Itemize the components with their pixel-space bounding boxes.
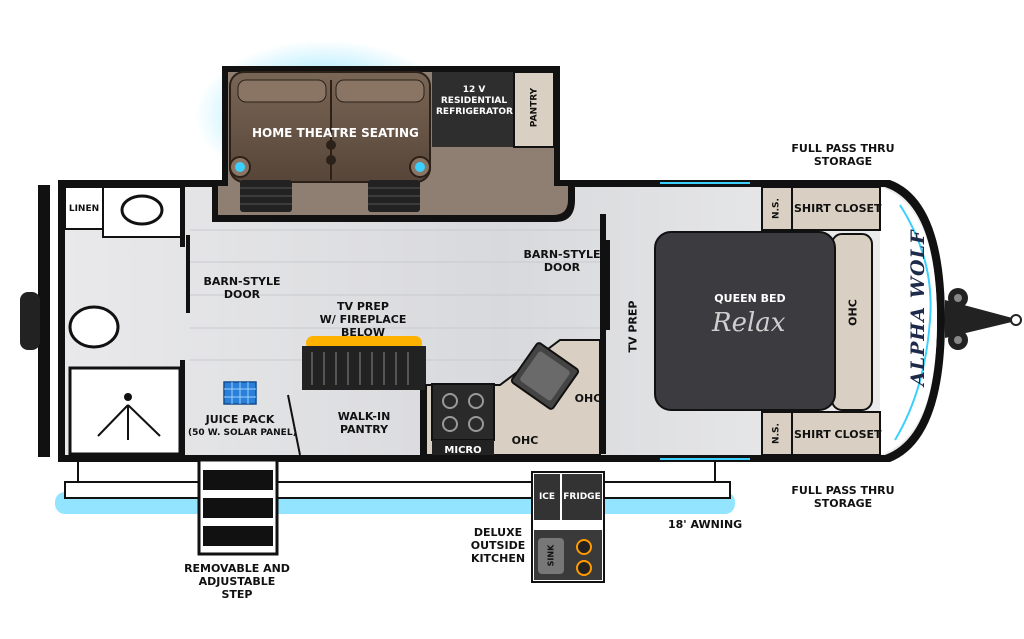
label-barn-door-right: BARN-STYLE DOOR	[523, 248, 601, 274]
shower-drain	[124, 393, 132, 401]
label-walk-in-pantry: WALK-IN PANTRY	[337, 410, 391, 436]
label-tv-prep: TV PREP	[626, 300, 640, 353]
fireplace-cabinet	[302, 346, 426, 390]
toilet	[68, 305, 120, 349]
label-home-theatre-seating: HOME THEATRE SEATING	[252, 126, 419, 140]
shower-drain-lines	[97, 404, 161, 440]
kitchen-sink	[510, 342, 580, 410]
ns-top	[761, 186, 793, 231]
shirt-closet-top	[791, 186, 881, 231]
fireplace-pattern	[311, 352, 409, 385]
barn-door-left	[186, 235, 190, 313]
alpha-wolf-logo: ALPHA WOLF	[907, 229, 929, 386]
label-juice-pack: JUICE PACK	[205, 413, 275, 426]
microwave	[432, 440, 494, 455]
solar-panel-icon	[223, 381, 257, 405]
refrigerator	[432, 72, 514, 147]
entry-steps	[197, 458, 279, 556]
label-awning: 18' AWNING	[668, 518, 743, 531]
shirt-closet-bottom	[791, 411, 881, 456]
wall-windows	[660, 182, 750, 460]
label-shirt-closet-bottom: SHIRT CLOSET	[794, 428, 882, 441]
relax-logo: Relax	[712, 308, 786, 338]
outside-kitchen	[531, 471, 605, 583]
label-solar-panel: (50 W. SOLAR PANEL)	[188, 428, 297, 438]
label-fridge: FRIDGE	[563, 492, 601, 502]
range-cooktop	[431, 383, 495, 441]
label-ns-bottom: N.S.	[771, 423, 782, 444]
label-queen-bed: QUEEN BED	[714, 292, 786, 305]
awning-bar	[64, 481, 731, 499]
label-step: REMOVABLE AND ADJUSTABLE STEP	[184, 562, 290, 601]
barn-door-right	[606, 240, 610, 330]
shower	[68, 366, 182, 456]
label-ohc-bed: OHC	[846, 299, 860, 326]
label-pantry: PANTRY	[529, 87, 540, 128]
label-ice: ICE	[538, 492, 556, 502]
label-storage-bottom: FULL PASS THRU STORAGE	[791, 484, 895, 510]
label-ns-top: N.S.	[771, 198, 782, 219]
label-barn-door-left: BARN-STYLE DOOR	[203, 275, 281, 301]
label-storage-top: FULL PASS THRU STORAGE	[791, 142, 895, 168]
hitch	[945, 288, 1022, 350]
label-linen: LINEN	[68, 204, 100, 214]
label-ohc-kitchen-high: OHC	[574, 392, 602, 405]
home-theatre-seating	[229, 71, 431, 212]
queen-bed	[654, 231, 836, 411]
lavatory-sink	[120, 194, 164, 226]
spare-tire	[20, 292, 40, 350]
pantry-door	[287, 394, 301, 456]
burner-icons	[442, 393, 484, 432]
label-outside-kitchen: DELUXE OUTSIDE KITCHEN	[470, 526, 526, 565]
label-tv-prep-fireplace: TV PREP W/ FIREPLACE BELOW	[319, 300, 407, 339]
rear-bumper	[38, 185, 50, 457]
front-cap-swoosh	[894, 204, 932, 441]
pantry-cabinet	[513, 71, 555, 148]
label-micro: MICRO	[444, 445, 482, 456]
label-refrigerator: 12 V RESIDENTIAL REFRIGERATOR	[436, 85, 513, 117]
ns-bottom	[761, 411, 793, 456]
label-sink: SINK	[546, 544, 556, 567]
label-shirt-closet-top: SHIRT CLOSET	[794, 202, 882, 215]
label-ohc-kitchen-low: OHC	[511, 434, 539, 447]
interior-walls	[180, 187, 606, 455]
